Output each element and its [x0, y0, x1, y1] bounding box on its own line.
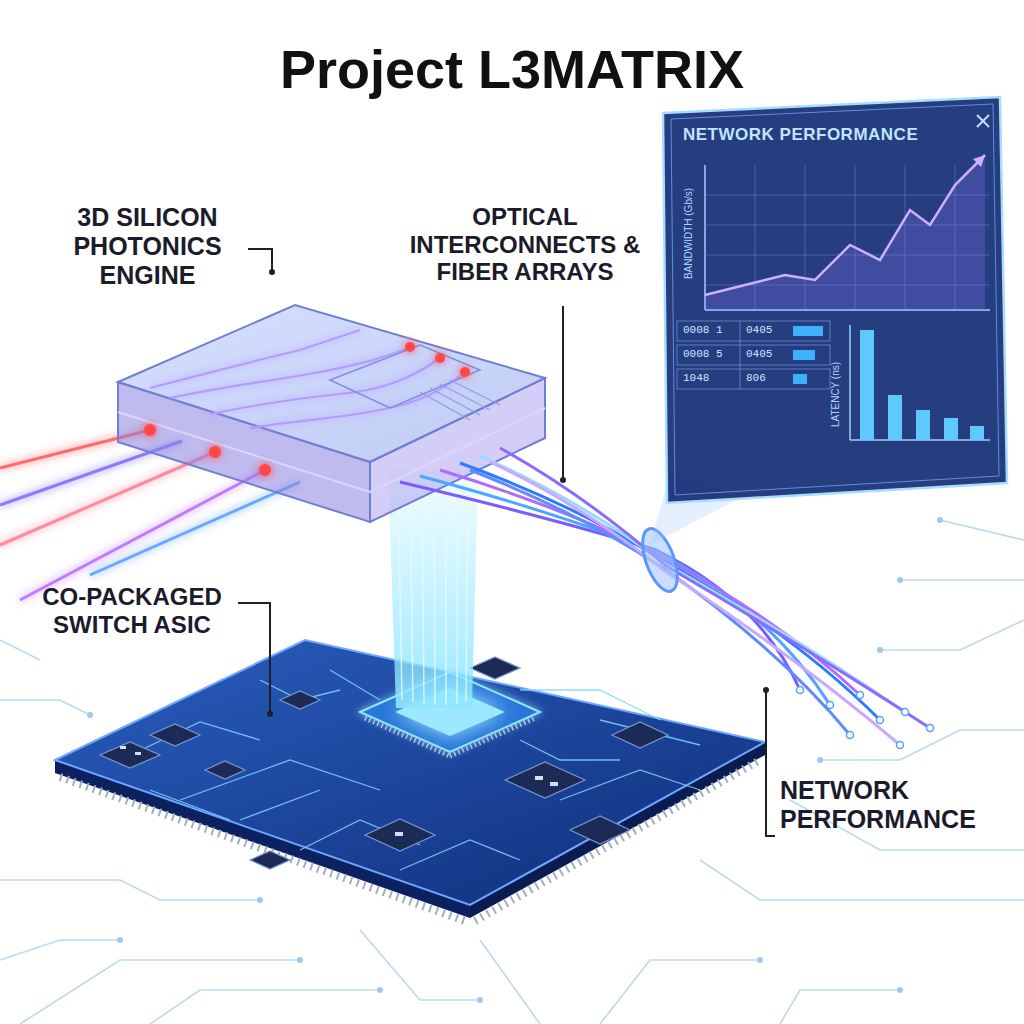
table-cell: 0008 1	[683, 324, 743, 336]
table-cell-wrap: 0008 5	[683, 348, 743, 360]
title-wrap: Project L3MATRIX	[0, 38, 1024, 100]
part-label: CO-PACKAGED SWITCH ASIC	[32, 583, 232, 638]
table-cell: 806	[746, 372, 792, 384]
table-cell: 0008 5	[683, 348, 743, 360]
panel-outline	[655, 95, 1010, 505]
table-cell: 1048	[683, 372, 743, 384]
panel-heading: NETWORK PERFORMANCE	[683, 125, 918, 145]
part-label: NETWORK PERFORMANCE	[780, 776, 995, 834]
table-cell-wrap: 806	[746, 372, 792, 384]
table-cell: 0405	[746, 348, 792, 360]
table-cell: 0405	[746, 324, 792, 336]
part-label: OPTICAL INTERCONNECTS & FIBER ARRAYS	[405, 203, 645, 286]
part-label: 3D SILICON PHOTONICS ENGINE	[50, 203, 245, 289]
part-label-wrap: CO-PACKAGED SWITCH ASIC	[32, 583, 232, 638]
axis-label-wrap: LATENCY (ns)	[830, 345, 841, 445]
table-cell-wrap: 0008 1	[683, 324, 743, 336]
axis-label-wrap: BANDWIDTH (Gb/s)	[683, 184, 694, 284]
part-label-wrap: 3D SILICON PHOTONICS ENGINE	[50, 203, 245, 289]
dashboard-panel: NETWORK PERFORMANCE	[655, 95, 1010, 505]
part-label-wrap: OPTICAL INTERCONNECTS & FIBER ARRAYS	[405, 203, 645, 286]
table-cell-wrap: 0405	[746, 348, 792, 360]
axis-label: BANDWIDTH (Gb/s)	[683, 184, 694, 284]
diagram-title: Project L3MATRIX	[0, 38, 1024, 100]
axis-label: LATENCY (ns)	[830, 345, 841, 445]
table-cell-wrap: 0405	[746, 324, 792, 336]
table-cell-wrap: 1048	[683, 372, 743, 384]
part-label-wrap: NETWORK PERFORMANCE	[780, 776, 995, 834]
